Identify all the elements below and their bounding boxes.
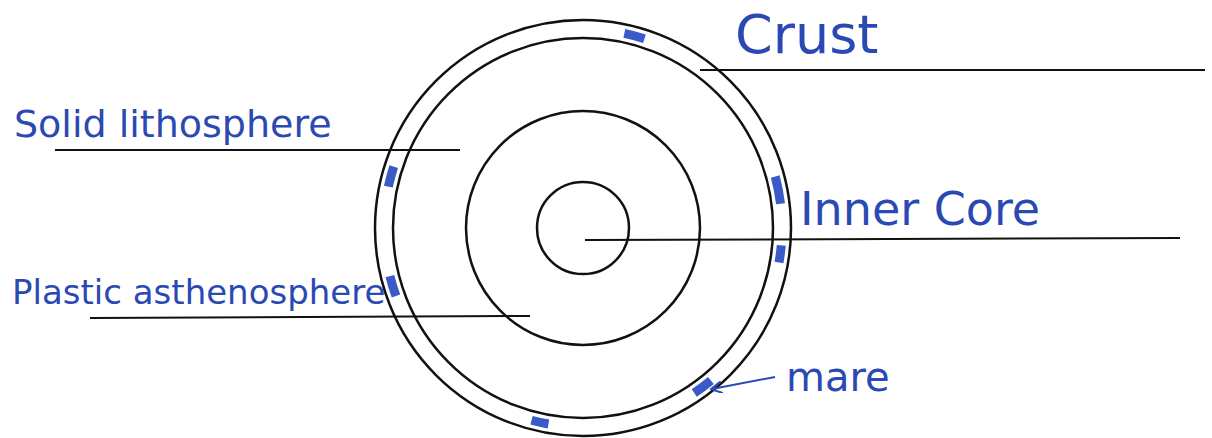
leader-line: [585, 238, 1180, 240]
part-label: Inner Core: [800, 185, 1040, 233]
part-label: Plastic asthenosphere: [12, 275, 385, 311]
mare-patches: [384, 29, 782, 427]
crust-boundary: [393, 38, 773, 418]
part-label: Solid lithosphere: [14, 105, 332, 145]
inner-core-circle: [537, 182, 629, 274]
callout-label: mare: [786, 356, 890, 398]
leader-line: [55, 149, 460, 151]
leader-line: [90, 316, 530, 318]
lithosphere-boundary: [466, 111, 700, 345]
pointer-arrow: [712, 377, 775, 389]
leader-line: [700, 69, 1205, 71]
part-label: Crust: [735, 7, 878, 64]
outer-circle: [375, 20, 791, 436]
